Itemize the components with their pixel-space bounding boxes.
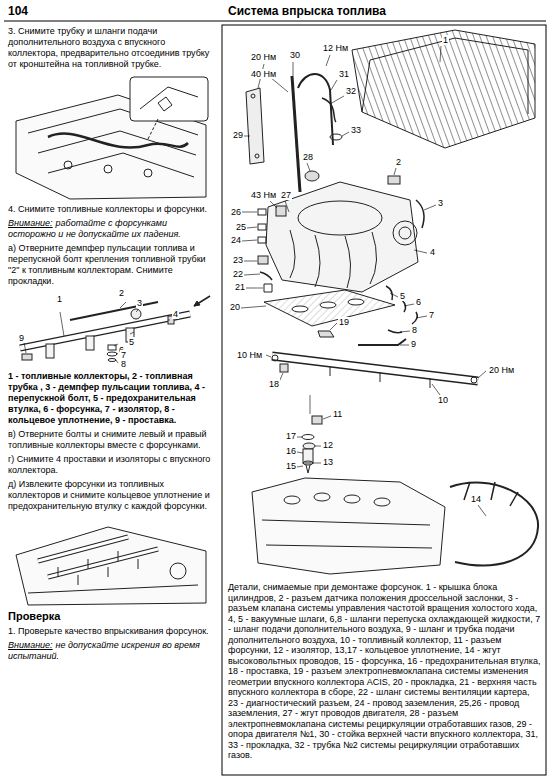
torque-value: 20 Нм — [488, 365, 515, 375]
callout-number: 19 — [338, 317, 350, 327]
callout-number: 10 — [437, 395, 449, 405]
callout-number: 17 — [285, 431, 297, 441]
callout-number: 4 — [429, 247, 436, 257]
callout-number: 2 — [395, 157, 402, 167]
callout-number: 2 — [118, 288, 125, 298]
page-title: Система впрыска топлива — [228, 4, 386, 18]
text-run: 1 - топливные коллекторы, 2 - топливная … — [8, 371, 205, 425]
callout-number: 32 — [345, 86, 357, 96]
figure-legend: 1 - топливные коллекторы, 2 - топливная … — [8, 371, 214, 426]
instruction-text: 3. Снимите трубку и шланги подачи дополн… — [8, 26, 214, 70]
callout-number: 24 — [230, 235, 242, 245]
callout-number: 22 — [232, 269, 244, 279]
hose-removal-sketch — [8, 73, 214, 201]
torque-value: 10 Нм — [236, 350, 263, 360]
text-run: в) Отверните болты и снимите левый и пра… — [8, 429, 206, 450]
page-number: 104 — [8, 4, 28, 18]
callout-number: 11 — [332, 409, 343, 419]
callout-number: 23 — [232, 255, 244, 265]
callout-number: 9 — [18, 333, 25, 343]
callout-number: 6 — [415, 297, 422, 307]
callout-number: 29 — [232, 130, 244, 140]
text-run: 1. Проверьте качество впрыскивания форсу… — [8, 626, 209, 636]
text-run: 3. Снимите трубку и шланги подачи дополн… — [8, 26, 209, 69]
callout-number: 26 — [230, 207, 242, 217]
callout-number: 18 — [268, 379, 280, 389]
torque-value: 43 Нм — [250, 190, 277, 200]
callout-number: 4 — [172, 309, 179, 319]
text-run: Проверка — [8, 610, 60, 622]
callout-number: 9 — [410, 339, 417, 349]
callout-number: 20 — [229, 302, 241, 312]
warning-word: Внимание: — [8, 218, 53, 228]
text-run: д) Извлеките форсунки из топливных колле… — [8, 479, 210, 511]
callout-number: 12 — [322, 440, 334, 450]
torque-value: 12 Нм — [322, 43, 349, 53]
instruction-text: д) Извлеките форсунки из топливных колле… — [8, 479, 214, 512]
instruction-text: 4. Снимите топливные коллекторы и форсун… — [8, 204, 214, 215]
callout-number: 31 — [338, 69, 350, 79]
warning-word: Внимание: — [8, 640, 53, 650]
instruction-text: а) Отверните демпфер пульсации топлива и… — [8, 243, 214, 287]
engine-rails-sketch — [8, 515, 214, 607]
callout-number: 16 — [285, 446, 297, 456]
instruction-text: в) Отверните болты и снимите левый и пра… — [8, 429, 214, 451]
warning-note: Внимание:работайте с форсунками осторожн… — [8, 218, 214, 240]
callout-number: 7 — [428, 310, 435, 320]
text-run: 4. Снимите топливные коллекторы и форсун… — [8, 204, 207, 214]
callout-number: 8 — [120, 359, 127, 369]
callout-number: 8 — [411, 325, 418, 335]
callout-number: 3 — [437, 198, 444, 208]
instruction-text: 1. Проверьте качество впрыскивания форсу… — [8, 626, 214, 637]
warning-note: Внимание:не допускайте искрения во время… — [8, 640, 214, 662]
torque-value: 40 Нм — [250, 69, 277, 79]
callout-number: 33 — [350, 125, 362, 135]
callout-number: 1 — [442, 35, 449, 45]
callout-number: 13 — [322, 457, 334, 467]
callout-number: 5 — [399, 291, 406, 301]
text-run: г) Снимите 4 проставки и изоляторы с впу… — [8, 454, 210, 475]
callout-number: 1 — [56, 294, 63, 304]
instruction-text: г) Снимите 4 проставки и изоляторы с впу… — [8, 454, 214, 476]
torque-value: 20 Нм — [250, 52, 277, 62]
section-heading: Проверка — [8, 610, 214, 623]
callout-number: 21 — [234, 282, 246, 292]
text-run: а) Отверните демпфер пульсации топлива и… — [8, 243, 206, 286]
fuel-rail-sketch — [8, 290, 214, 368]
callout-number: 30 — [289, 50, 301, 60]
callout-number: 14 — [470, 494, 482, 504]
callout-number: 15 — [285, 461, 297, 471]
callout-number: 28 — [302, 152, 314, 162]
callout-number: 5 — [128, 337, 135, 347]
callout-number: 3 — [136, 298, 143, 308]
figure-caption: Детали, снимаемые при демонтаже форсунок… — [228, 582, 541, 761]
callout-number: 27 — [280, 190, 292, 200]
callout-number: 25 — [235, 222, 247, 232]
